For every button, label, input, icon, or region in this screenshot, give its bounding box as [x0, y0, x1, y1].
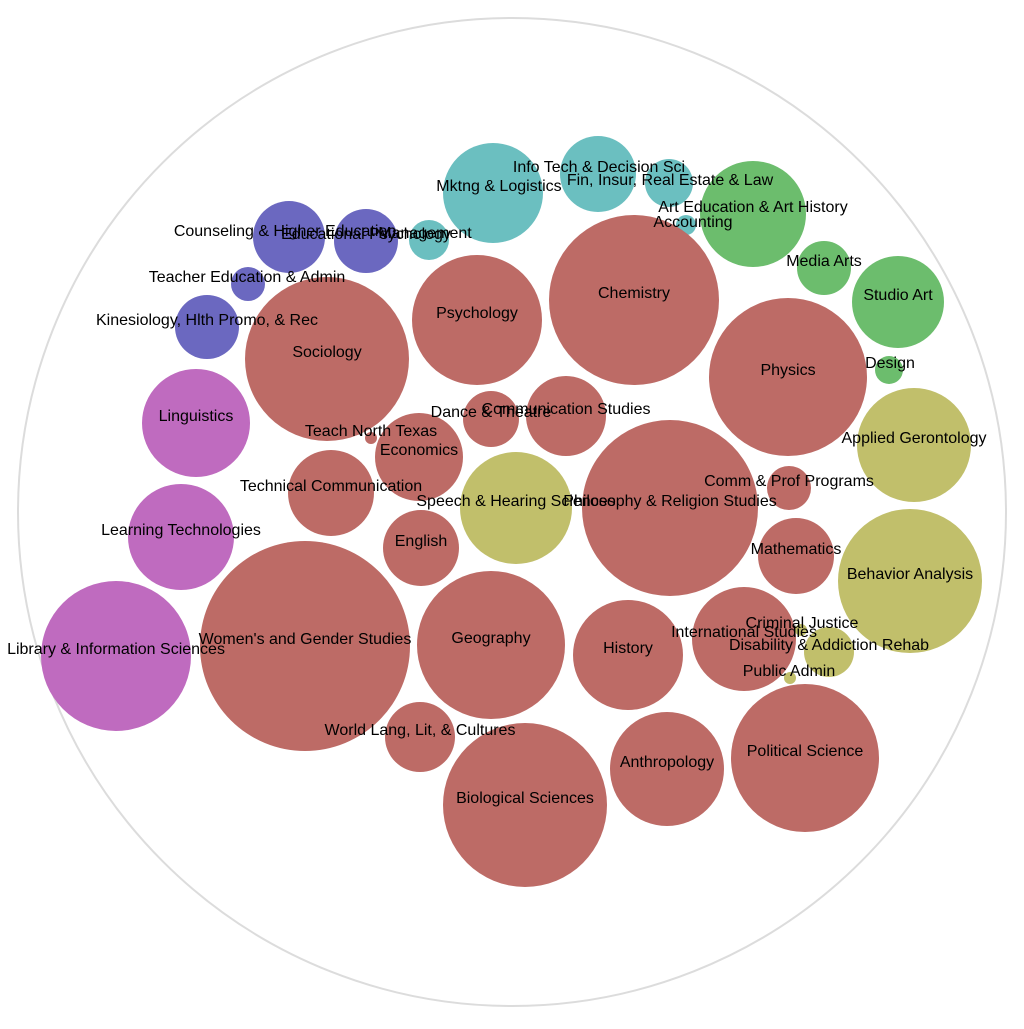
bubble-label-chemistry: Chemistry: [598, 285, 670, 302]
bubble-label-behavior-analysis: Behavior Analysis: [847, 566, 973, 583]
bubble-label-mathematics: Mathematics: [751, 541, 842, 558]
bubble-international-studies[interactable]: [692, 587, 796, 691]
bubble-label-anthropology: Anthropology: [620, 754, 714, 771]
bubble-comm-and-prof-programs[interactable]: [767, 466, 811, 510]
bubble-psychology[interactable]: [412, 255, 542, 385]
bubble-label-counseling-and-higher-education: Counseling & Higher Education: [174, 223, 396, 240]
bubble-label-physics: Physics: [760, 362, 815, 379]
bubble-label-public-admin: Public Admin: [743, 663, 836, 680]
bubble-label-mktng-and-logistics: Mktng & Logistics: [436, 178, 561, 195]
bubble-physics[interactable]: [709, 298, 867, 456]
bubble-label-design: Design: [865, 355, 915, 372]
bubble-technical-communication[interactable]: [288, 450, 374, 536]
bubble-label-fin-insur-real-estate-and-law: Fin, Insur, Real Estate & Law: [567, 172, 774, 189]
bubble-label-speech-and-hearing-sciences: Speech & Hearing Sciences: [416, 493, 615, 510]
bubble-label-geography: Geography: [451, 630, 530, 647]
bubble-history[interactable]: [573, 600, 683, 710]
bubble-english[interactable]: [383, 510, 459, 586]
bubble-label-history: History: [603, 640, 653, 657]
outer-boundary-circle: [17, 17, 1007, 1007]
bubble-label-applied-gerontology: Applied Gerontology: [842, 430, 987, 447]
bubble-mathematics[interactable]: [758, 518, 834, 594]
bubble-label-world-lang-lit-and-cultures: World Lang, Lit, & Cultures: [325, 722, 516, 739]
bubble-label-communication-studies: Communication Studies: [482, 401, 651, 418]
bubble-dance-and-theatre[interactable]: [463, 391, 519, 447]
bubble-layer: [41, 136, 982, 887]
bubble-info-tech-and-decision-sci[interactable]: [443, 143, 543, 243]
bubble-label-linguistics: Linguistics: [159, 408, 234, 425]
bubble-kinesiology-hlth-promo-and-rec[interactable]: [175, 295, 239, 359]
bubble-label-disability-and-addiction-rehab: Disability & Addiction Rehab: [729, 637, 929, 654]
bubble-label-art-education-and-art-history: Art Education & Art History: [658, 199, 847, 216]
bubble-label-biological-sciences: Biological Sciences: [456, 790, 594, 807]
bubble-label-philosophy-and-religion-studies: Philosophy & Religion Studies: [563, 493, 776, 510]
bubble-label-international-studies: International Studies: [671, 624, 817, 641]
bubble-philosophy-and-religion-studies[interactable]: [582, 420, 758, 596]
bubble-management[interactable]: [409, 220, 449, 260]
bubble-label-dance-and-theatre: Dance & Theatre: [431, 404, 552, 421]
bubble-counseling-and-higher-education[interactable]: [253, 201, 325, 273]
bubble-public-admin[interactable]: [784, 672, 796, 684]
bubble-label-management: Management: [378, 225, 472, 242]
bubble-political-science[interactable]: [731, 684, 879, 832]
bubble-behavior-analysis[interactable]: [838, 509, 982, 653]
bubble-learning-technologies[interactable]: [128, 484, 234, 590]
bubble-label-teach-north-texas: Teach North Texas: [305, 423, 437, 440]
bubble-sociology[interactable]: [245, 277, 409, 441]
bubble-label-economics: Economics: [380, 442, 458, 459]
bubble-label-psychology: Psychology: [436, 305, 518, 322]
bubble-studio-art[interactable]: [852, 256, 944, 348]
bubble-media-arts[interactable]: [797, 241, 851, 295]
bubble-applied-gerontology[interactable]: [857, 388, 971, 502]
bubble-criminal-justice[interactable]: [795, 624, 807, 636]
bubble-label-criminal-justice: Criminal Justice: [746, 615, 859, 632]
bubble-label-library-and-information-sciences: Library & Information Sciences: [7, 641, 225, 658]
bubble-label-educational-psychology: Educational Psychology: [281, 226, 451, 243]
bubble-label-comm-and-prof-programs: Comm & Prof Programs: [704, 473, 874, 490]
bubble-label-learning-technologies: Learning Technologies: [101, 522, 261, 539]
bubble-label-media-arts: Media Arts: [786, 253, 862, 270]
bubble-biological-sciences[interactable]: [443, 723, 607, 887]
bubble-label-sociology: Sociology: [292, 344, 361, 361]
bubble-linguistics[interactable]: [142, 369, 250, 477]
bubble-label-accounting: Accounting: [653, 214, 732, 231]
bubble-economics[interactable]: [375, 413, 463, 501]
bubble-label-teacher-education-and-admin: Teacher Education & Admin: [149, 269, 346, 286]
bubble-educational-psychology[interactable]: [334, 209, 398, 273]
bubble-geography[interactable]: [417, 571, 565, 719]
bubble-disability-and-addiction-rehab[interactable]: [804, 627, 854, 677]
bubble-chemistry[interactable]: [549, 215, 719, 385]
bubble-label-technical-communication: Technical Communication: [240, 478, 422, 495]
bubble-library-and-information-sciences[interactable]: [41, 581, 191, 731]
bubble-label-english: English: [395, 533, 447, 550]
bubble-mktng-and-logistics[interactable]: [645, 159, 693, 207]
bubble-women-s-and-gender-studies[interactable]: [200, 541, 410, 751]
bubble-world-lang-lit-and-cultures[interactable]: [385, 702, 455, 772]
bubble-art-education-and-art-history[interactable]: [700, 161, 806, 267]
bubble-teacher-education-and-admin[interactable]: [231, 267, 265, 301]
bubble-label-women-s-and-gender-studies: Women's and Gender Studies: [199, 631, 412, 648]
bubble-fin-insur-real-estate-and-law[interactable]: [560, 136, 636, 212]
bubble-label-political-science: Political Science: [747, 743, 864, 760]
bubble-design[interactable]: [875, 356, 903, 384]
bubble-label-info-tech-and-decision-sci: Info Tech & Decision Sci: [513, 159, 685, 176]
bubble-teach-north-texas[interactable]: [365, 432, 377, 444]
bubble-speech-and-hearing-sciences[interactable]: [460, 452, 572, 564]
bubble-anthropology[interactable]: [610, 712, 724, 826]
bubble-label-studio-art: Studio Art: [863, 287, 933, 304]
bubble-communication-studies[interactable]: [526, 376, 606, 456]
bubble-label-kinesiology-hlth-promo-and-rec: Kinesiology, Hlth Promo, & Rec: [96, 312, 318, 329]
